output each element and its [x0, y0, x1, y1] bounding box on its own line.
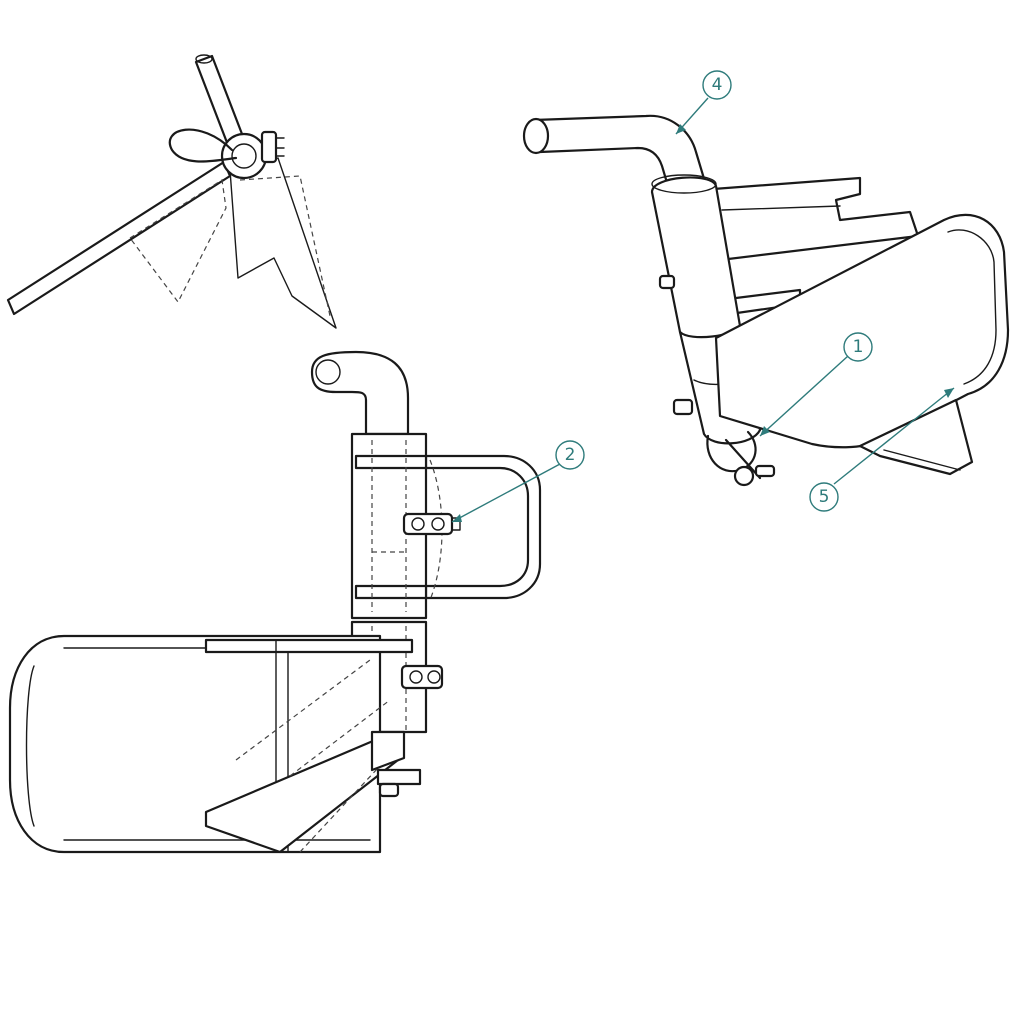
side-view-footplate	[229, 157, 337, 329]
callout-4-bubble	[702, 70, 732, 100]
callout-2-leader	[451, 463, 561, 523]
front-view-bottom-pin	[376, 768, 422, 786]
front-view-fastener-lower	[400, 664, 444, 690]
callout-2: 2	[451, 440, 585, 523]
callout-1: 1	[759, 332, 873, 437]
callout-4: 4	[675, 70, 732, 135]
side-view-pin-loop	[168, 128, 238, 163]
callout-5-leader	[833, 387, 955, 485]
iso-view-footplate	[714, 213, 1010, 449]
front-view	[8, 350, 542, 854]
iso-view-release-pin	[706, 430, 776, 487]
side-view	[6, 54, 337, 329]
iso-view-back-plate	[698, 176, 920, 262]
front-view-fastener-upper	[402, 512, 461, 536]
front-view-handle	[310, 350, 410, 436]
front-view-footplate	[8, 634, 382, 854]
side-view-post-end	[195, 54, 213, 64]
front-view-handle-end	[315, 359, 341, 385]
callout-1-arrowhead	[760, 426, 770, 436]
front-view-u-bracket	[356, 454, 542, 600]
side-view-bolt	[260, 130, 278, 164]
callout-1-bubble	[843, 332, 873, 362]
side-view-rod	[6, 160, 232, 316]
callout-2-arrowhead	[452, 514, 462, 522]
callout-5-bubble	[809, 482, 839, 512]
callout-4-arrowhead	[676, 124, 686, 134]
callout-1-label: 1	[853, 337, 864, 357]
side-view-hub	[220, 132, 268, 180]
callout-4-label: 4	[712, 75, 723, 95]
callout-5-label: 5	[819, 487, 830, 507]
callout-2-label: 2	[565, 445, 576, 465]
iso-view-handle-end	[522, 117, 550, 155]
side-view-hidden-panel	[129, 178, 227, 304]
callout-5: 5	[809, 387, 955, 512]
callout-5-arrowhead	[944, 388, 954, 398]
isometric-view	[522, 114, 1010, 487]
callout-1-leader	[759, 355, 849, 437]
callout-2-bubble	[555, 440, 585, 470]
